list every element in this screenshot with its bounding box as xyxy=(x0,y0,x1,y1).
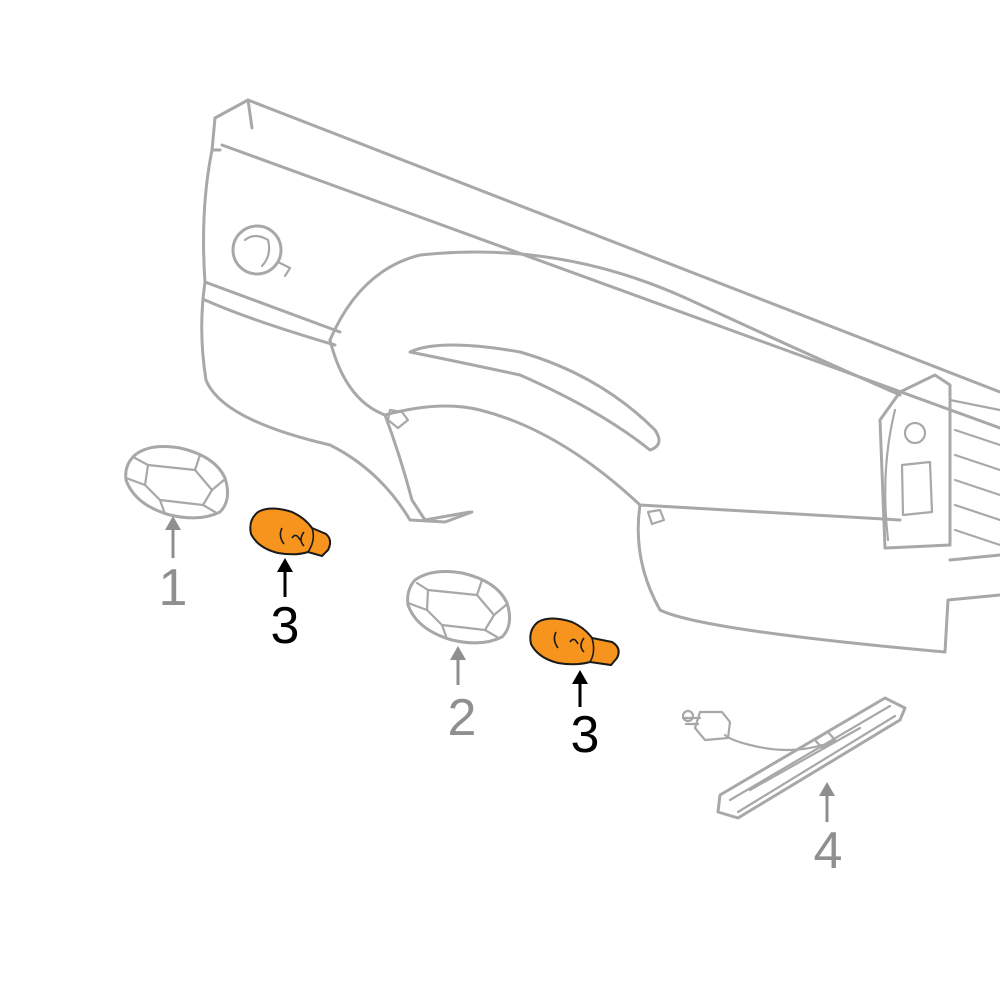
callout-arrow-2 xyxy=(450,646,466,685)
callout-label-4: 4 xyxy=(814,822,843,880)
callout-label-1: 1 xyxy=(159,559,188,617)
callout-arrow-3-left xyxy=(277,558,293,597)
callout-label-3-left: 3 xyxy=(271,597,300,655)
lens-part-1 xyxy=(124,445,230,520)
bulb-part-3-left xyxy=(249,507,332,558)
marker-lamp-part-4 xyxy=(681,696,907,820)
callout-label-2: 2 xyxy=(448,689,477,747)
bulb-part-3-right xyxy=(529,617,620,667)
callout-arrow-4 xyxy=(819,782,835,822)
lens-part-2 xyxy=(406,570,512,645)
callout-arrow-3-right xyxy=(572,670,588,707)
callout-label-3-right: 3 xyxy=(571,706,600,764)
truck-bed-outline xyxy=(200,98,1000,654)
callout-arrow-1 xyxy=(165,516,181,558)
